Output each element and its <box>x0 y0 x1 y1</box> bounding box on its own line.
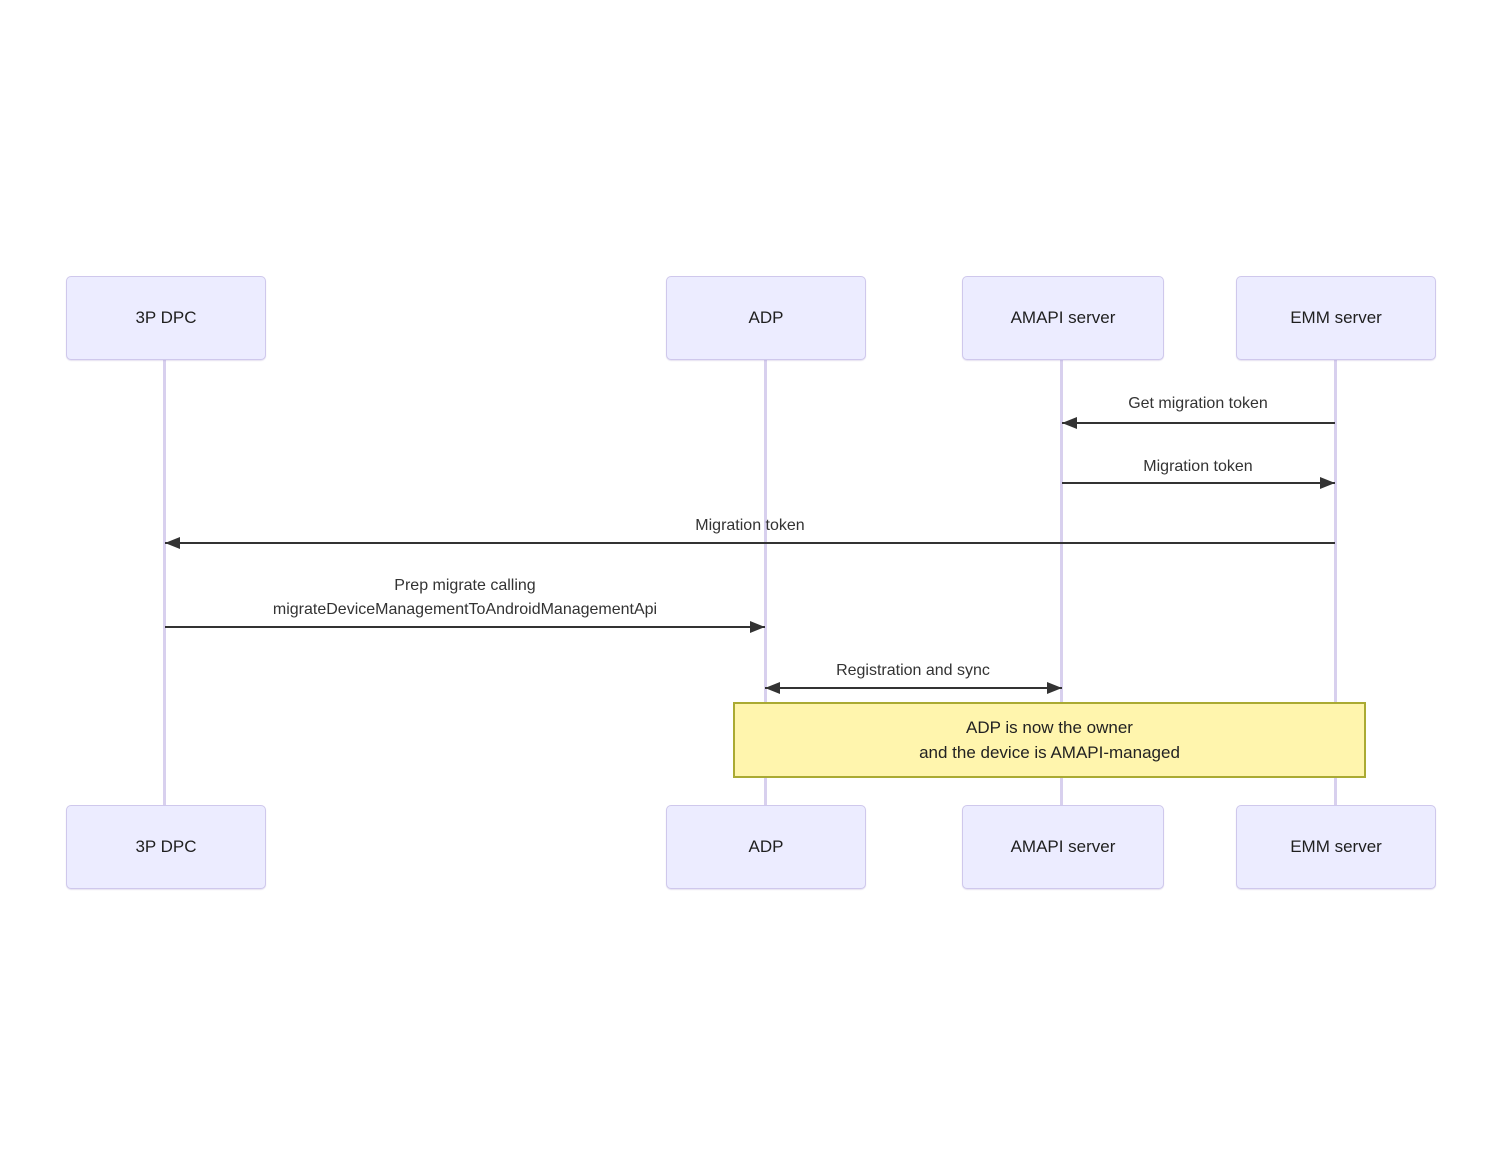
message-label-migration-token-1: Migration token <box>1143 458 1253 475</box>
message-arrow-prep-migrate <box>165 621 765 633</box>
actor-box-3p-dpc-bottom: 3P DPC <box>66 805 266 889</box>
note-line: and the device is AMAPI-managed <box>919 743 1180 762</box>
arrowhead-right-icon <box>750 621 765 633</box>
message-label-registration-sync: Registration and sync <box>836 662 990 679</box>
actor-label: 3P DPC <box>135 837 197 856</box>
message-label-get-migration-token: Get migration token <box>1128 395 1268 412</box>
message-label-migration-token-2: Migration token <box>695 517 805 534</box>
arrowhead-left-icon <box>1062 417 1077 429</box>
lifeline-amapi-server <box>1060 360 1063 805</box>
actor-label: AMAPI server <box>1010 308 1116 327</box>
actor-label: AMAPI server <box>1010 837 1116 856</box>
arrowhead-right-icon <box>1047 682 1062 694</box>
actor-label: ADP <box>748 837 784 856</box>
actor-label: EMM server <box>1290 308 1382 327</box>
message-arrow-get-migration-token <box>1062 417 1335 429</box>
arrowhead-left-icon <box>765 682 780 694</box>
actor-box-amapi-server-top: AMAPI server <box>962 276 1164 360</box>
lifeline-adp <box>764 360 767 805</box>
actor-box-amapi-server-bottom: AMAPI server <box>962 805 1164 889</box>
message-arrow-migration-token-1 <box>1062 477 1335 489</box>
actor-box-adp-bottom: ADP <box>666 805 866 889</box>
lifeline-emm-server <box>1334 360 1337 805</box>
message-label-line: Prep migrate calling <box>394 577 536 594</box>
message-label-line: migrateDeviceManagementToAndroidManageme… <box>272 601 658 618</box>
actor-label: ADP <box>748 308 784 327</box>
note-box: ADP is now the owner and the device is A… <box>733 702 1366 778</box>
actor-label: 3P DPC <box>135 308 197 327</box>
actor-box-emm-server-top: EMM server <box>1236 276 1436 360</box>
message-arrow-registration-sync <box>765 682 1062 694</box>
message-label-prep-migrate: Prep migrate calling migrateDeviceManage… <box>165 574 765 622</box>
actor-box-emm-server-bottom: EMM server <box>1236 805 1436 889</box>
message-arrow-migration-token-2 <box>165 537 1335 549</box>
arrowhead-right-icon <box>1320 477 1335 489</box>
lifeline-3p-dpc <box>163 360 166 805</box>
actor-box-adp-top: ADP <box>666 276 866 360</box>
arrowhead-left-icon <box>165 537 180 549</box>
note-line: ADP is now the owner <box>966 718 1133 737</box>
actor-box-3p-dpc-top: 3P DPC <box>66 276 266 360</box>
actor-label: EMM server <box>1290 837 1382 856</box>
